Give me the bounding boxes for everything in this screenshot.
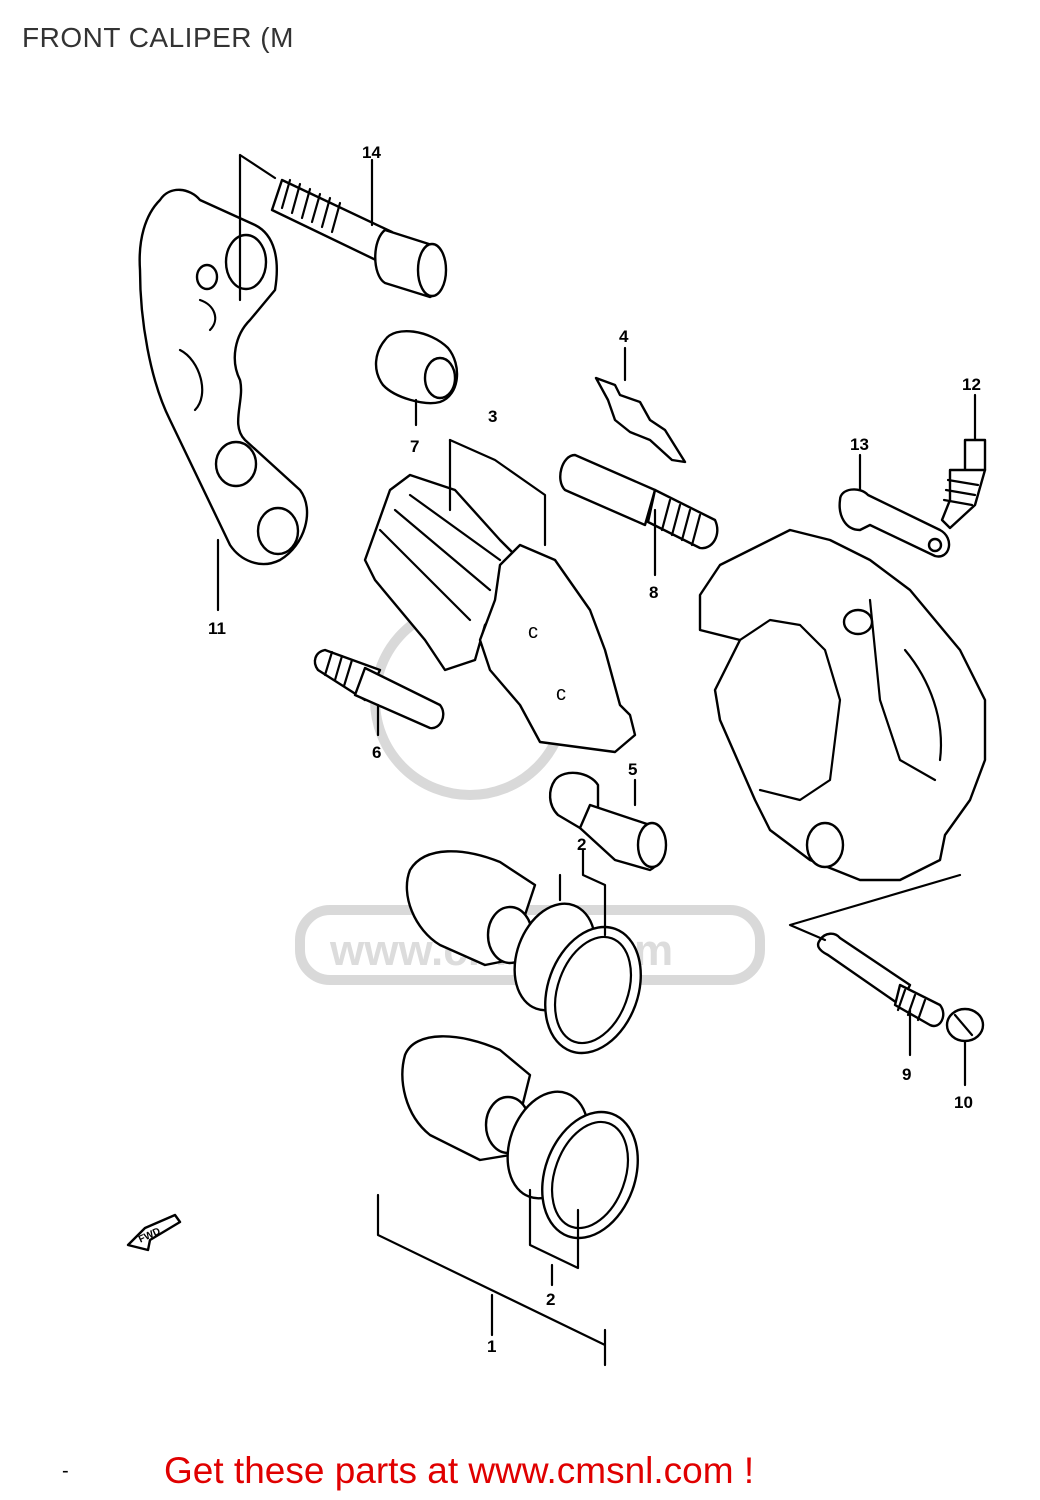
part-label-5: 5 — [628, 760, 637, 779]
footer-parts-link[interactable]: Get these parts at www.cmsnl.com ! — [164, 1450, 755, 1491]
part-label-4: 4 — [619, 327, 629, 346]
svg-text:c: c — [528, 621, 538, 643]
part-6-pin — [313, 648, 445, 730]
part-11-caliper-bracket — [138, 188, 309, 566]
part-label-3: 3 — [488, 407, 497, 426]
part-10-cap — [945, 1007, 985, 1043]
part-12-bleeder — [940, 438, 987, 530]
piston-set-upper — [405, 850, 642, 1055]
part-label-8: 8 — [649, 583, 658, 602]
part-label-14: 14 — [362, 143, 381, 162]
part-label-2-lower: 2 — [546, 1290, 555, 1309]
diagram-title: FRONT CALIPER (M — [22, 22, 294, 53]
forward-arrow-icon: FWD — [126, 1213, 182, 1252]
part-4-pad-spring — [594, 376, 687, 464]
part-label-9: 9 — [902, 1065, 911, 1084]
part-label-13: 13 — [850, 435, 869, 454]
footer-dash: - — [62, 1460, 69, 1482]
part-label-6: 6 — [372, 743, 381, 762]
leader-lines — [216, 153, 977, 1367]
part-13-bracket-strap — [838, 488, 951, 558]
part-label-7: 7 — [410, 437, 419, 456]
part-label-2-upper: 2 — [577, 835, 586, 854]
part-label-10: 10 — [954, 1093, 973, 1112]
part-5-slide-pin — [548, 771, 668, 872]
caliper-body — [698, 528, 987, 882]
piston-set-lower — [401, 1035, 639, 1240]
part-label-11: 11 — [208, 619, 226, 638]
part-3-brake-pads: c c — [363, 473, 637, 754]
part-8-pad-pin — [559, 453, 719, 550]
part-7-boot — [374, 330, 459, 405]
part-label-1: 1 — [487, 1337, 496, 1356]
part-9-slide-pin — [816, 932, 945, 1028]
svg-text:c: c — [556, 683, 566, 705]
part-14-bolt — [270, 178, 448, 299]
part-label-12: 12 — [962, 375, 981, 394]
